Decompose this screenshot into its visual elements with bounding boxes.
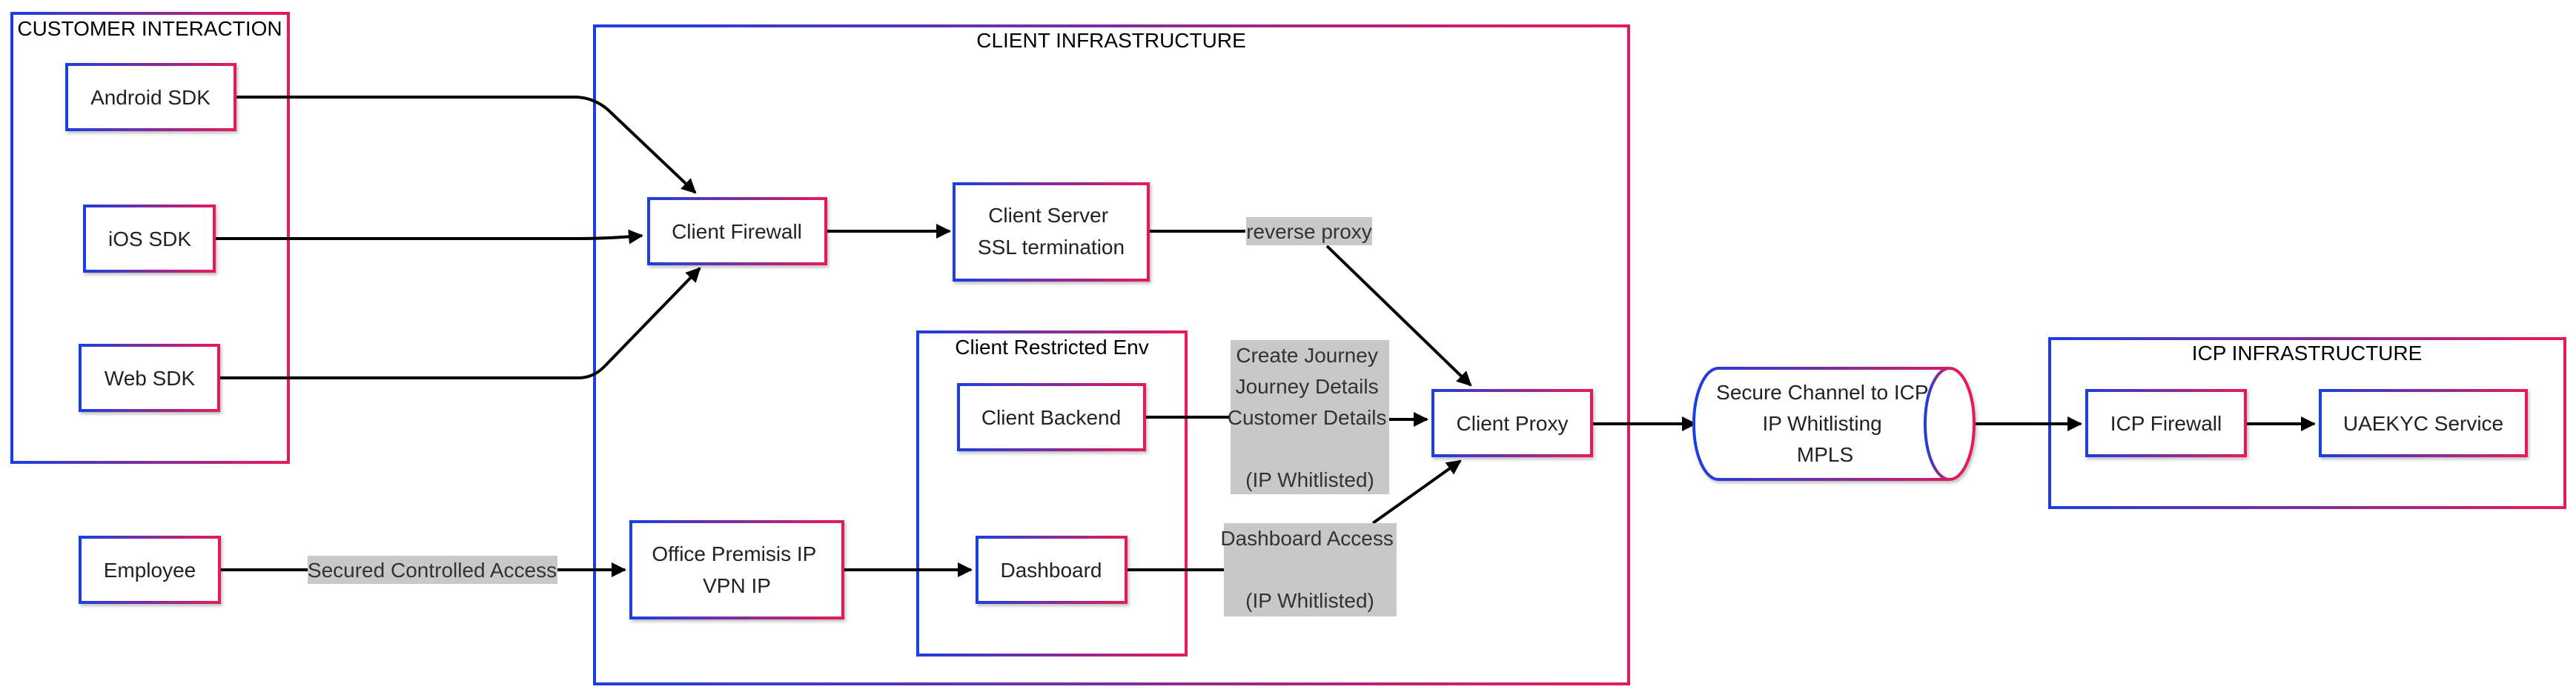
cluster-client-infrastructure: CLIENT INFRASTRUCTURE	[593, 24, 1630, 685]
node-web-sdk[interactable]: Web SDK	[79, 344, 220, 412]
svg-text:ICP Firewall: ICP Firewall	[2110, 412, 2222, 435]
edge-ios-to-firewall	[215, 229, 643, 245]
cluster-title: CUSTOMER INTERACTION	[17, 17, 282, 40]
node-employee[interactable]: Employee	[79, 536, 221, 604]
node-secure-channel[interactable]: Secure Channel to ICP IP Whitlisting MPL…	[1692, 367, 1976, 481]
node-dashboard[interactable]: Dashboard	[976, 536, 1128, 604]
cluster-title: CLIENT INFRASTRUCTURE	[976, 29, 1246, 52]
edge-label-reverse-proxy: reverse proxy	[1246, 217, 1372, 245]
svg-text:Client Firewall: Client Firewall	[672, 220, 802, 243]
node-icp-firewall[interactable]: ICP Firewall	[2085, 389, 2247, 457]
svg-text:reverse proxy: reverse proxy	[1246, 220, 1372, 243]
svg-text:Web SDK: Web SDK	[105, 367, 196, 390]
node-client-firewall[interactable]: Client Firewall	[647, 197, 827, 265]
edge-label-backend-to-proxy: Create Journey Journey Details Customer …	[1228, 340, 1393, 494]
svg-text:Dashboard: Dashboard	[1001, 559, 1102, 582]
node-client-server[interactable]: Client Server SSL termination	[953, 182, 1150, 282]
node-client-backend[interactable]: Client Backend	[957, 383, 1146, 451]
edge-web-to-firewall	[219, 267, 701, 379]
edges	[215, 96, 2316, 571]
svg-text:Client Server SSL termin: Client Server SSL termination	[978, 204, 1125, 259]
svg-text:Create Journey Journey D: Create Journey Journey Details Customer …	[1228, 344, 1393, 491]
edge-dashboard-to-proxy	[1127, 461, 1460, 571]
svg-text:Secure Channel to ICP IP: Secure Channel to ICP IP Whitlisting MPL…	[1716, 381, 1934, 466]
node-client-proxy[interactable]: Client Proxy	[1431, 389, 1593, 457]
cluster-title: ICP INFRASTRUCTURE	[2192, 342, 2423, 365]
svg-text:Android SDK: Android SDK	[90, 86, 211, 109]
edge-label-dashboard-to-proxy: Dashboard Access (IP Whitlisted)	[1220, 523, 1399, 616]
svg-text:iOS SDK: iOS SDK	[108, 227, 191, 250]
svg-text:Client Backend: Client Backend	[981, 406, 1121, 429]
node-office-premisis-ip[interactable]: Office Premisis IP VPN IP	[629, 520, 844, 619]
svg-text:UAEKYC Service: UAEKYC Service	[2343, 412, 2503, 435]
cluster-title: Client Restricted Env	[955, 336, 1148, 359]
svg-text:Office Premisis IP VPN I: Office Premisis IP VPN IP	[652, 542, 821, 597]
node-android-sdk[interactable]: Android SDK	[65, 63, 236, 131]
edge-android-to-firewall	[236, 96, 697, 194]
edge-backend-to-proxy	[1145, 417, 1427, 419]
svg-text:Employee: Employee	[104, 559, 196, 582]
cluster-client-restricted-env: Client Restricted Env	[916, 330, 1188, 657]
node-ios-sdk[interactable]: iOS SDK	[83, 205, 216, 273]
svg-text:Secured Controlled Access: Secured Controlled Access	[308, 559, 557, 582]
edge-label-secured-access: Secured Controlled Access	[308, 556, 557, 584]
svg-text:Dashboard Access: Dashboard Access (IP Whitlisted)	[1220, 527, 1399, 612]
edge-server-to-proxy	[1149, 230, 1471, 385]
node-uaekyc-service[interactable]: UAEKYC Service	[2319, 389, 2528, 457]
svg-text:Client Proxy: Client Proxy	[1457, 412, 1569, 435]
